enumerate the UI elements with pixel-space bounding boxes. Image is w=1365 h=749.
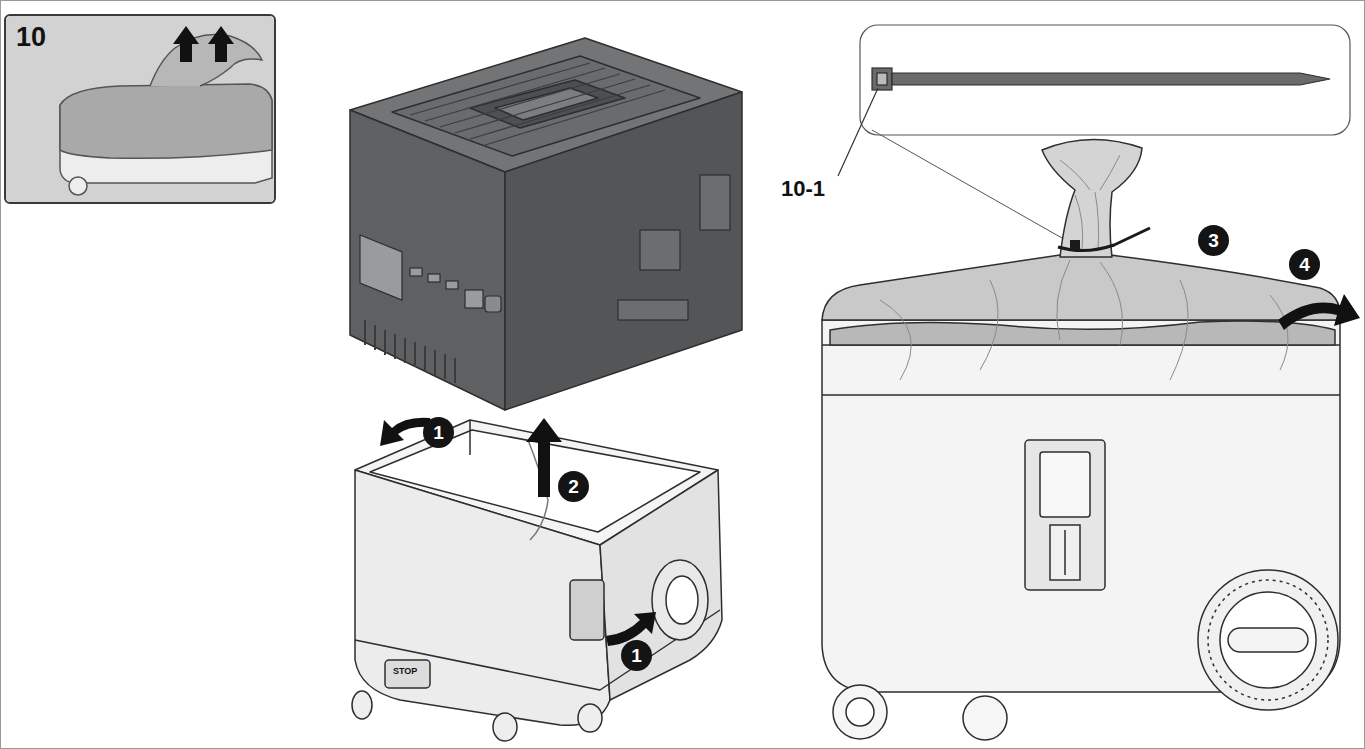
callout-number: 1	[631, 646, 642, 665]
callout-number: 3	[1198, 225, 1229, 256]
callout-number: 4	[1299, 255, 1310, 274]
part-number: 10-1	[781, 176, 825, 202]
callout-number: 3	[1208, 231, 1219, 250]
callout-number: 1	[423, 417, 454, 448]
callout-number: 1	[433, 423, 444, 442]
callout-number: 1	[621, 640, 652, 671]
figure-inset: 10	[4, 14, 276, 204]
callout-number: 2	[558, 471, 589, 502]
callout-number: 2	[568, 477, 579, 496]
figure-number: 10	[6, 16, 56, 59]
container-marking: STOP	[393, 666, 417, 676]
callout-number: 4	[1289, 249, 1320, 280]
